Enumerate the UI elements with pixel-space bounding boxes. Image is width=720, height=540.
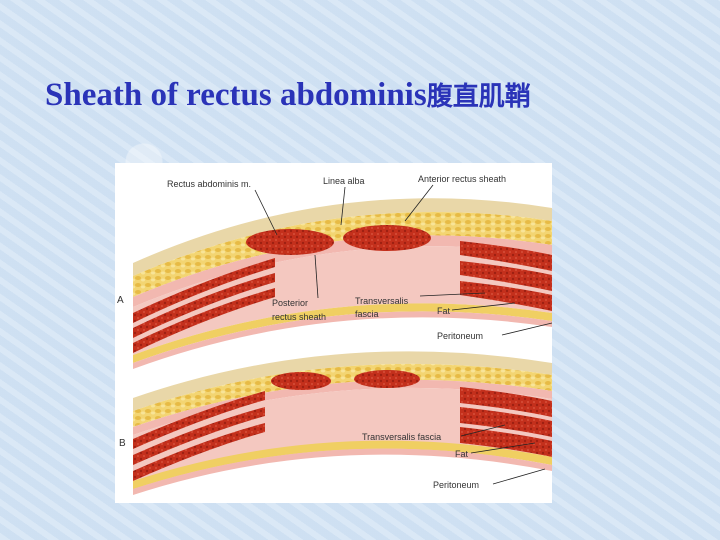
rectus-muscle-right-a <box>343 225 431 251</box>
label-transversalis-line2: fascia <box>355 309 379 319</box>
preperitoneal-fat-a <box>133 303 552 363</box>
skin-layer-b <box>133 351 552 411</box>
transversus-muscle-b <box>133 423 265 481</box>
peritoneum-a <box>133 311 552 369</box>
peritoneum-b <box>133 448 552 495</box>
panel-b: B Transversalis fascia Fat Peritoneum <box>119 351 552 495</box>
right-muscle-1-a <box>460 241 552 271</box>
label-fat-b: Fat <box>455 449 469 459</box>
transversus-muscle-a <box>133 288 275 353</box>
oblique-muscle-2-a <box>133 273 275 338</box>
leader-lines-b <box>460 424 546 485</box>
label-peritoneum-a: Peritoneum <box>437 331 483 341</box>
rectus-muscle-left-b <box>271 372 331 390</box>
rectus-muscle-right-b <box>354 370 420 388</box>
oblique-muscle-2-b <box>133 407 265 465</box>
leader-lines-a <box>254 184 552 336</box>
label-anterior-sheath: Anterior rectus sheath <box>418 174 506 184</box>
label-peritoneum-b: Peritoneum <box>433 480 479 490</box>
panel-a: A Rectus abdominis m. Linea alba Anterio… <box>117 174 552 369</box>
panel-letter-b: B <box>119 438 126 449</box>
label-transversalis-line1: Transversalis <box>355 296 409 306</box>
subcutaneous-fat-a <box>133 212 552 297</box>
right-muscle-3-b <box>460 427 552 457</box>
right-muscle-3-a <box>460 281 552 311</box>
right-muscle-2-a <box>460 261 552 291</box>
subcutaneous-fat-b <box>133 363 552 427</box>
anterior-sheath-a <box>133 235 552 307</box>
slide-title: Sheath of rectus abdominis腹直肌鞘 <box>45 76 531 114</box>
rectus-sheath-diagram: A Rectus abdominis m. Linea alba Anterio… <box>117 174 552 495</box>
label-posterior-sheath-line2: rectus sheath <box>272 312 326 322</box>
label-transversalis-b: Transversalis fascia <box>362 432 441 442</box>
panel-letter-a: A <box>117 295 124 306</box>
label-rectus-abdominis: Rectus abdominis m. <box>167 179 251 189</box>
label-linea-alba: Linea alba <box>323 176 365 186</box>
label-posterior-sheath-line1: Posterior <box>272 298 308 308</box>
label-fat-a: Fat <box>437 306 451 316</box>
title-english: Sheath of rectus abdominis <box>45 77 427 113</box>
anatomy-figure: A Rectus abdominis m. Linea alba Anterio… <box>115 163 552 503</box>
oblique-muscle-1-b <box>133 391 265 449</box>
preperitoneal-fat-b <box>133 440 552 489</box>
right-muscle-1-b <box>460 387 552 417</box>
rectus-muscle-left-a <box>246 229 334 255</box>
oblique-muscle-1-a <box>133 258 275 323</box>
right-muscle-2-b <box>460 407 552 437</box>
title-chinese: 腹直肌鞘 <box>426 82 531 112</box>
